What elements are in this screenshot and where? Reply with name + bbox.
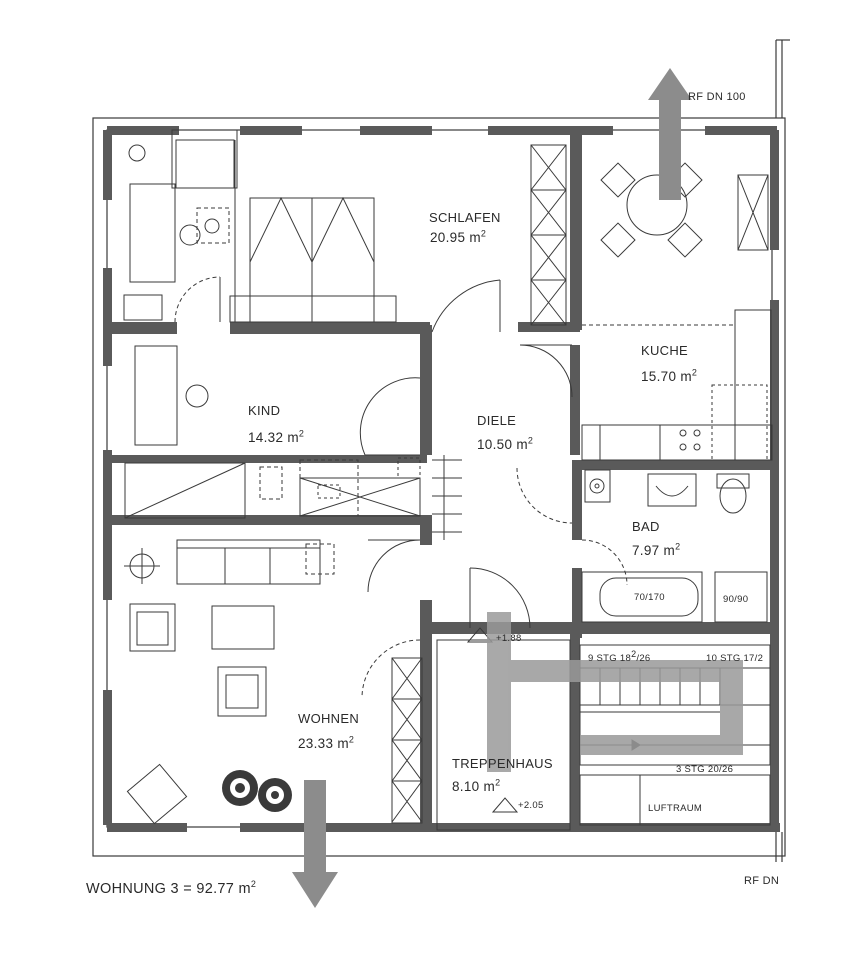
room-area-treppenhaus: 8.10 m2 (452, 778, 500, 795)
room-name-wohnen: WOHNEN (298, 711, 360, 726)
dining-table (582, 162, 769, 326)
room-area-bad: 7.97 m2 (632, 542, 680, 559)
area-exponent: 2 (480, 228, 487, 239)
room-area-diele: 10.50 m2 (477, 436, 533, 453)
stair-9-text: 9 STG 18 (588, 653, 632, 664)
room-area-kueche: 15.70 m2 (641, 368, 697, 385)
room-name-bad: BAD (632, 519, 660, 534)
stair-10-label: 10 STG 17/2 (706, 650, 763, 667)
total-area-exponent: 2 (250, 879, 257, 890)
bad-fixtures (581, 469, 768, 623)
bed (229, 196, 397, 323)
room-name-kind: KIND (248, 403, 281, 418)
room-area-schlafen: 20.95 m2 (430, 229, 486, 246)
stair-9-tail: /26 (636, 653, 651, 664)
area-exponent: 2 (675, 541, 681, 552)
luftraum-label: LUFTRAUM (648, 803, 703, 814)
diele-details (432, 455, 573, 643)
room-area-wohnen: 23.33 m2 (298, 735, 354, 752)
apartment-total-area: WOHNUNG 3 = 92.77 m2 (86, 879, 257, 898)
stair-10-text: 10 STG 17 (706, 653, 755, 664)
stair-9-label: 9 STG 182/26 (588, 648, 651, 667)
room-name-kueche: KUCHE (641, 343, 689, 358)
area-value: 8.10 m (452, 779, 496, 794)
kitchen-counter (519, 309, 773, 461)
room-name-diele: DIELE (477, 413, 517, 428)
interior-walls (107, 130, 772, 830)
area-value: 23.33 m (298, 736, 349, 751)
door-schlafen (431, 279, 501, 333)
stair-10-tail: /2 (754, 653, 764, 664)
airflow-band (487, 612, 743, 772)
rf-dn-top-label: RF DN 100 (688, 91, 746, 103)
area-exponent: 2 (348, 734, 355, 745)
area-value: 20.95 m (430, 230, 481, 245)
area-exponent: 2 (495, 777, 501, 788)
rf-dn-bottom-label: RF DN (744, 875, 780, 887)
stair-9-exp: 2 (631, 648, 637, 659)
exhaust-pipe (775, 39, 790, 862)
area-value: 15.70 m (641, 369, 692, 384)
airflow-arrow-up (648, 68, 692, 200)
wardrobe-schlafen (530, 144, 567, 326)
stair-3-label: 3 STG 20/26 (676, 764, 734, 775)
total-area-value: WOHNUNG 3 = 92.77 m (86, 881, 251, 897)
tub-size-label: 70/170 (634, 592, 665, 603)
room-area-kind: 14.32 m2 (248, 429, 304, 446)
area-exponent: 2 (298, 428, 305, 439)
room-name-schlafen: SCHLAFEN (429, 210, 501, 225)
area-exponent: 2 (691, 367, 698, 378)
airflow-arrow-down (292, 780, 338, 908)
wohnen-furniture (124, 539, 423, 825)
level-landing-label: +1.88 (496, 633, 522, 644)
room-name-treppenhaus: TREPPENHAUS (452, 756, 553, 771)
area-value: 14.32 m (248, 430, 299, 445)
area-value: 7.97 m (632, 543, 676, 558)
bathroom-fixtures (123, 129, 238, 323)
level-stair-label: +2.05 (518, 800, 544, 811)
area-exponent: 2 (527, 435, 534, 446)
plant-icon (222, 770, 292, 812)
area-value: 10.50 m (477, 437, 528, 452)
kind-furniture (124, 345, 421, 519)
shower-size-label: 90/90 (723, 594, 749, 605)
